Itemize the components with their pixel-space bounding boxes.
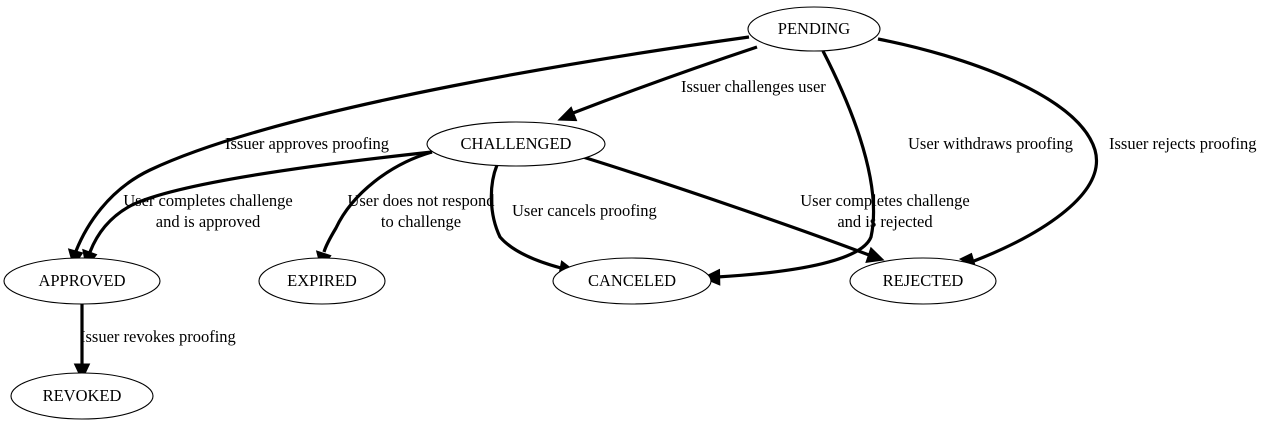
node-ellipse-canceled[interactable]: [552, 257, 712, 305]
edge-label-challenged-approved-line1: User completes challenge: [123, 191, 293, 210]
edge-label-approved-revoked: Issuer revokes proofing: [80, 327, 236, 346]
edge-challenged-expired: [315, 150, 433, 270]
node-revoked[interactable]: REVOKED: [10, 372, 154, 420]
node-approved[interactable]: APPROVED: [3, 257, 161, 305]
edge-path-pending-rejected: [877, 37, 1099, 263]
node-expired[interactable]: EXPIRED: [258, 257, 386, 305]
edge-path-challenged-expired: [322, 150, 433, 253]
edge-label-challenged-rejected: User completes challenge and is rejected: [800, 191, 970, 231]
edge-pending-challenged: [557, 45, 758, 122]
node-ellipse-pending[interactable]: [747, 6, 881, 52]
edge-pending-approved: [67, 35, 750, 268]
edge-label-challenged-expired-line1: User does not respond: [347, 191, 495, 210]
node-rejected[interactable]: REJECTED: [849, 257, 997, 305]
node-ellipse-expired[interactable]: [258, 257, 386, 305]
edge-label-pending-canceled: User withdraws proofing: [908, 134, 1073, 153]
node-ellipse-revoked[interactable]: [10, 372, 154, 420]
edge-challenged-rejected: [582, 155, 885, 264]
edge-label-challenged-expired-line2: to challenge: [381, 212, 461, 231]
edge-label-challenged-expired: User does not respond to challenge: [347, 191, 495, 231]
node-challenged[interactable]: CHALLENGED: [426, 121, 606, 167]
node-canceled[interactable]: CANCELED: [552, 257, 712, 305]
edge-label-pending-rejected: Issuer rejects proofing: [1109, 134, 1257, 153]
arrowhead-approved-revoked: [73, 363, 91, 382]
edge-label-challenged-approved-line2: and is approved: [156, 212, 261, 231]
node-ellipse-challenged[interactable]: [426, 121, 606, 167]
edge-label-challenged-approved: User completes challenge and is approved: [123, 191, 293, 231]
edge-path-challenged-canceled: [489, 164, 562, 270]
arrowhead-pending-challenged: [557, 106, 578, 122]
arrowhead-challenged-rejected: [865, 246, 885, 264]
node-ellipse-approved[interactable]: [3, 257, 161, 305]
node-pending[interactable]: PENDING: [747, 6, 881, 52]
edge-path-pending-approved: [74, 35, 750, 252]
edge-pending-rejected: [877, 37, 1099, 270]
edge-challenged-canceled: [489, 164, 577, 277]
edge-path-challenged-approved: [88, 150, 433, 253]
edge-label-pending-approved: Issuer approves proofing: [225, 134, 389, 153]
edge-path-challenged-rejected: [582, 155, 870, 257]
edge-approved-revoked: [73, 304, 91, 382]
edge-label-challenged-canceled: User cancels proofing: [512, 201, 657, 220]
edge-label-challenged-rejected-line2: and is rejected: [837, 212, 933, 231]
edge-path-pending-canceled: [716, 50, 876, 279]
edge-label-pending-challenged: Issuer challenges user: [681, 77, 826, 96]
edge-path-pending-challenged: [572, 45, 758, 115]
edge-label-challenged-rejected-line1: User completes challenge: [800, 191, 970, 210]
node-ellipse-rejected[interactable]: [849, 257, 997, 305]
